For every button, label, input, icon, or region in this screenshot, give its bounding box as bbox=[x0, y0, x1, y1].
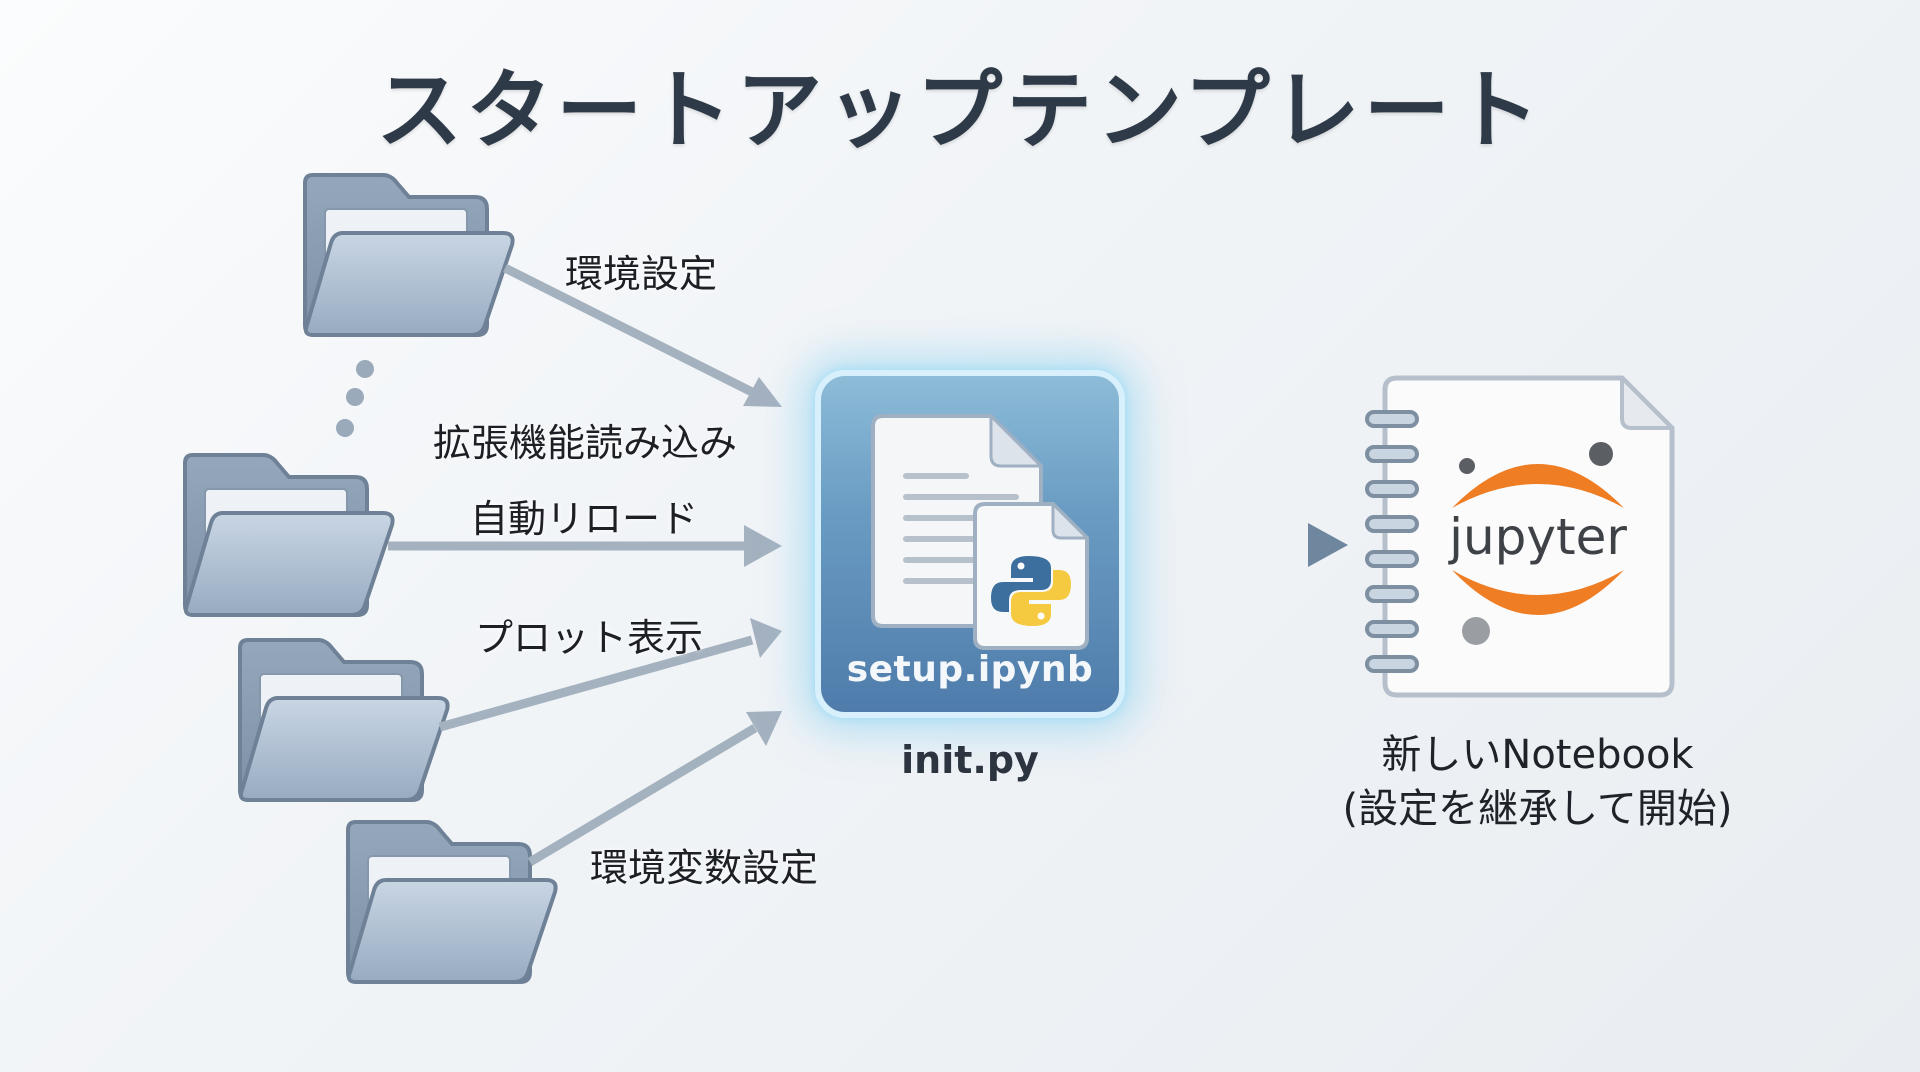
arrow-folder-2 bbox=[388, 525, 782, 567]
folder-icon-2 bbox=[183, 453, 395, 617]
label-plot-display: プロット表示 bbox=[475, 616, 704, 660]
arrow-folder-4 bbox=[527, 711, 782, 866]
caption-line-1: 新しいNotebook bbox=[1381, 732, 1694, 778]
folder-icon-4 bbox=[346, 820, 558, 984]
python-logo-icon bbox=[991, 556, 1071, 626]
setup-notebook-box: setup.ipynb bbox=[815, 370, 1125, 718]
init-py-label: init.py bbox=[901, 738, 1039, 782]
label-env-vars: 環境変数設定 bbox=[590, 846, 819, 890]
label-env-settings: 環境設定 bbox=[565, 252, 718, 296]
setup-file-icons bbox=[871, 414, 1089, 650]
spiral-binding-icon bbox=[1365, 410, 1419, 673]
diagram-title: スタートアップテンプレート bbox=[376, 61, 1544, 161]
ellipsis-dots-icon bbox=[336, 360, 374, 437]
arrow-folder-1 bbox=[502, 263, 782, 407]
new-notebook-caption: 新しいNotebook (設定を継承して開始) bbox=[1290, 728, 1785, 836]
label-extensions-load: 拡張機能読み込み bbox=[433, 421, 738, 465]
folder-icon-1 bbox=[303, 173, 515, 337]
folder-icon-3 bbox=[238, 638, 450, 802]
caption-line-2: (設定を継承して開始) bbox=[1342, 786, 1733, 832]
python-file-icon bbox=[973, 502, 1089, 650]
arrow-folder-3 bbox=[438, 618, 782, 732]
jupyter-notebook-icon bbox=[1365, 375, 1675, 698]
setup-filename: setup.ipynb bbox=[846, 649, 1094, 690]
label-auto-reload: 自動リロード bbox=[470, 497, 699, 541]
jupyter-logo-text: jupyter bbox=[1449, 508, 1627, 566]
arrow-to-notebook bbox=[1155, 523, 1348, 567]
jupyter-logo-icon bbox=[1452, 442, 1624, 645]
